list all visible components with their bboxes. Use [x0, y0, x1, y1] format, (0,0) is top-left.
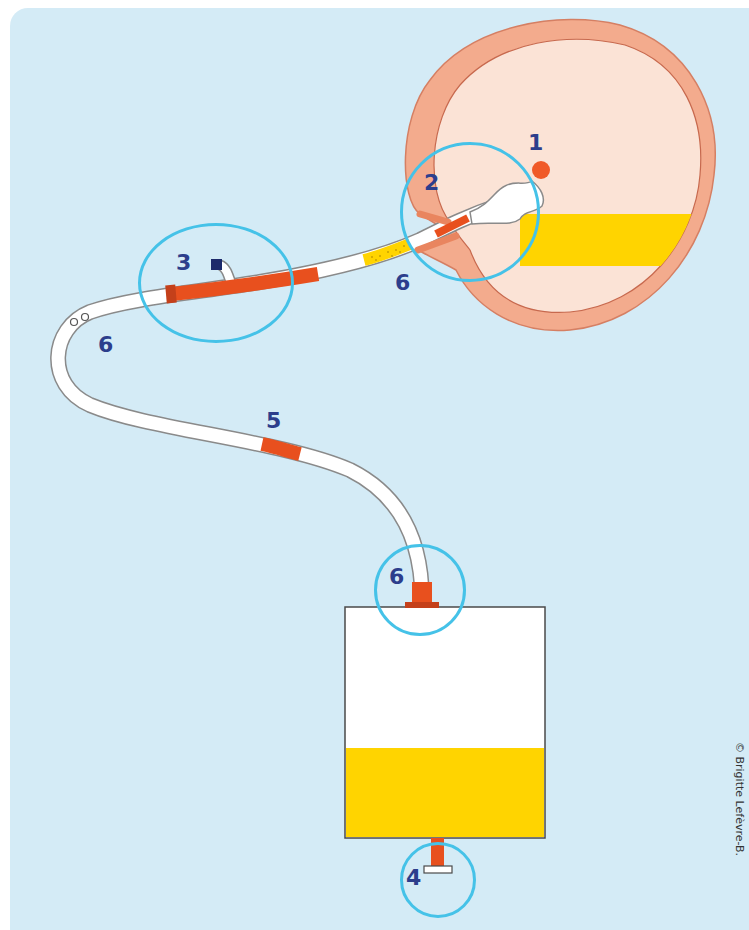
bladder-neck-lip [420, 214, 448, 222]
callout-number: 6 [395, 272, 410, 294]
risk-zone-urethra [436, 218, 468, 234]
biofilm-segment [364, 244, 410, 260]
callout-number: 5 [266, 410, 281, 432]
callout-circle: 6 [374, 544, 466, 636]
background-panel [10, 8, 749, 930]
port-cap [211, 259, 222, 270]
bag-urine [346, 748, 544, 837]
copyright-watermark: © Brigitte Lefèvre-B. [734, 742, 745, 856]
callout-number: 2 [424, 172, 439, 194]
callout-circle: 4 [400, 842, 476, 918]
callout-number: 1 [528, 132, 543, 154]
callout-number: 3 [176, 252, 191, 274]
air-bubble [71, 319, 78, 326]
outlet-clamp [424, 866, 452, 873]
catheter-tube-outline [58, 205, 500, 600]
air-bubble [82, 314, 89, 321]
bladder-wall [405, 20, 715, 331]
catheter-tip-dot [532, 161, 550, 179]
bladder-neck-lip [418, 236, 456, 250]
bladder-cavity [434, 39, 701, 312]
catheter-tube [58, 205, 500, 600]
drainage-bag [345, 607, 545, 838]
tube-band [262, 444, 300, 454]
callout-number: 4 [406, 867, 421, 889]
urine [520, 214, 720, 266]
catheter-balloon [470, 181, 543, 224]
callout-circle: 3 [138, 223, 294, 343]
callout-circle: 2 [400, 142, 540, 282]
catheter-bag-junction [172, 274, 318, 294]
callout-number: 6 [389, 566, 404, 588]
callout-number: 6 [98, 334, 113, 356]
